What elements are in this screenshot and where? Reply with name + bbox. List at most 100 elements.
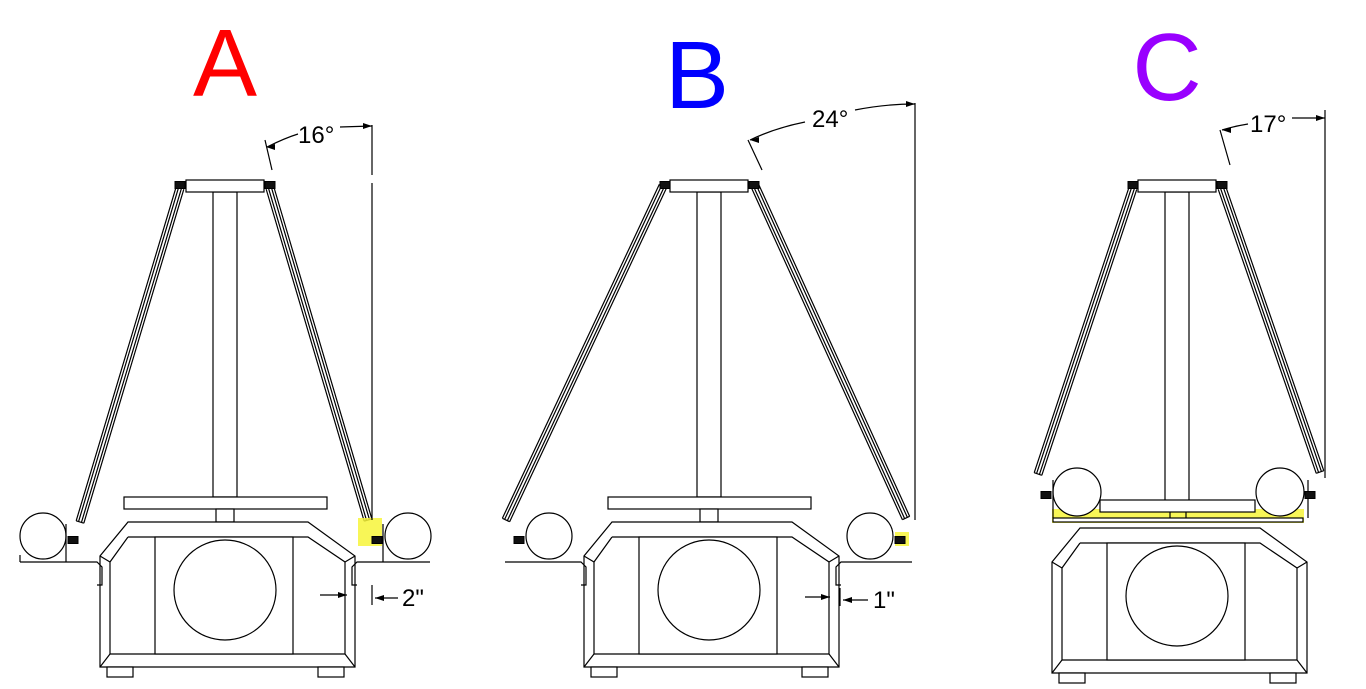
left-roller [1052,467,1102,517]
stem [215,508,235,523]
left-panel-edge [83,188,185,524]
arrow-head [821,594,830,600]
seal-block [513,536,525,544]
right-panel-edge [1217,189,1317,474]
variant-b-title: B [665,22,729,129]
angle-label-c: 17° [1250,111,1286,138]
dim-line [264,139,273,171]
seal-block [1127,181,1139,189]
stem [699,508,719,523]
right-panel-edge [758,184,911,517]
right-panel-edge [265,188,365,522]
arrow-head [338,592,347,598]
gap-label-b: 1" [873,587,895,614]
dim-line [1219,129,1231,166]
seal-block [1304,491,1316,499]
motor-circle [1125,545,1229,647]
turntable-plate [1099,499,1256,513]
right-roller [1255,467,1305,517]
foot [317,666,345,678]
arrow-head [843,597,852,603]
top-bar [185,179,265,193]
chamfer [99,653,111,668]
variant-a-title: A [193,10,257,117]
left-panel-edge [506,186,665,521]
variant-c [1033,110,1326,684]
right-panel-edge [753,186,906,519]
arrow-head [375,595,384,601]
angle-arc [266,133,299,148]
seal-block [264,181,276,189]
chamfer [344,653,356,668]
base-rail [1052,517,1304,523]
foot [1269,672,1297,684]
variant-b [501,101,916,678]
right-panel-edge [1220,188,1320,473]
right-panel-end [1316,470,1324,474]
foot [801,666,829,678]
chamfer [583,653,595,668]
right-roller [384,512,432,560]
right-panel-edge [755,185,908,518]
right-panel-edge [267,188,368,521]
chamfer [1051,561,1063,569]
seal-block [894,536,906,544]
center-column [212,191,238,498]
right-roller [846,512,894,560]
chamfer [99,555,111,563]
left-panel-end [1034,472,1042,476]
left-panel-edge [504,185,663,520]
chamfer [1051,659,1063,674]
left-panel-edge [77,187,180,522]
arrow-head [266,144,275,150]
seal-block [67,536,79,544]
arrow-head [906,101,915,107]
center-column [696,191,722,498]
seal-block [371,536,383,544]
left-panel-end [75,520,85,524]
right-panel-edge [273,186,373,520]
angle-arc [749,121,806,141]
chamfer [583,555,595,563]
motor-circle [173,539,277,641]
left-panel-edge [1038,188,1135,475]
right-shelf [835,561,912,586]
right-panel-edge [270,187,371,520]
chamfer [828,653,840,668]
left-panel-edge [80,188,183,523]
arrow-head [1316,115,1325,121]
arrow-head [750,137,759,143]
seal-block [1040,491,1052,499]
arrow-head [363,123,372,129]
left-panel-edge [1036,187,1133,474]
foot [1058,672,1086,684]
chamfer [344,555,356,563]
seal-block [1216,181,1228,189]
angle-label-b: 24° [812,106,848,133]
gap-label-a: 2" [402,585,424,612]
turntable-plate [607,496,812,510]
left-shelf [505,561,587,586]
right-panel-edge [750,187,903,520]
top-bar [1137,179,1217,193]
chamfer [828,555,840,563]
seal-block [174,181,186,189]
left-panel-edge [509,187,668,522]
variant-a [19,123,432,678]
left-roller [19,512,67,560]
top-bar [669,179,749,193]
seal-block [748,181,760,189]
right-panel-edge [1222,187,1322,472]
dim-line [747,139,763,171]
arrow-head [1222,127,1231,133]
turntable-plate [123,496,328,510]
foot [590,666,618,678]
chamfer [1296,561,1308,569]
left-shelf [20,561,103,586]
angle-label-a: 16° [298,122,334,149]
left-panel-edge [1041,189,1138,476]
left-panel-edge [1033,186,1130,473]
right-shelf [351,561,430,586]
motor-circle [657,539,761,641]
